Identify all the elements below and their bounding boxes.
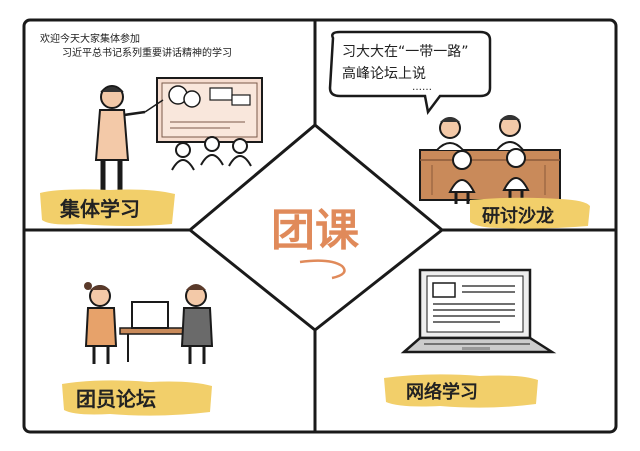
forum-table: [119, 301, 199, 362]
seminar-desk: [419, 149, 561, 201]
caption-line-1: 欢迎今天大家集体参加: [40, 32, 140, 45]
presentation-board: [156, 77, 263, 143]
quadrant-seminar: 习大大在“一带一路” 高峰论坛上说 ……: [328, 30, 590, 229]
quadrant-label-seminar: 研讨沙龙: [482, 205, 554, 227]
forum-person-right: [180, 284, 214, 364]
speech-line-1: 习大大在“一带一路”: [342, 44, 469, 60]
label-highlight: [40, 189, 175, 226]
quadrant-online-learning: 网络学习: [384, 268, 557, 408]
center-title: 团课: [271, 205, 360, 256]
title-underline-swirl: [299, 259, 346, 280]
quadrant-label-member-forum: 团员论坛: [76, 387, 156, 411]
seminar-participants: [436, 115, 530, 204]
speech-line-2: 高峰论坛上说: [342, 65, 426, 82]
speech-bubble: 习大大在“一带一路” 高峰论坛上说 ……: [328, 30, 492, 116]
presenter-figure: [94, 85, 164, 192]
label-highlight: [470, 197, 590, 229]
quadrant-member-forum: 团员论坛: [62, 282, 214, 416]
label-highlight: [62, 380, 212, 416]
label-highlight: [384, 374, 538, 408]
center-diamond: 团课: [187, 123, 445, 332]
audience-figures: [171, 136, 252, 171]
quadrant-collective-study: 欢迎今天大家集体参加 习近平总书记系列重要讲话精神的学习: [40, 32, 263, 226]
laptop-illustration: [400, 268, 557, 354]
speech-dots: ……: [412, 82, 432, 93]
quadrant-label-collective-study: 集体学习: [59, 197, 140, 221]
forum-person-left: [84, 282, 118, 364]
caption-line-2: 习近平总书记系列重要讲话精神的学习: [62, 46, 232, 59]
quadrant-label-online-learning: 网络学习: [406, 381, 478, 403]
